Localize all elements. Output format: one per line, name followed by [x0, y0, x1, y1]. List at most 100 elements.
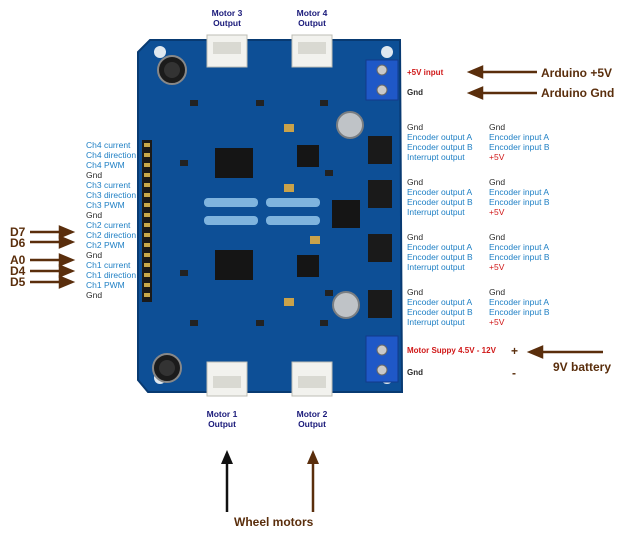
encoder-label: Encoder input A	[489, 297, 550, 307]
encoder-label: Encoder output A	[407, 132, 473, 142]
pin-label: Gnd	[86, 250, 103, 260]
motor-3-label: Motor 3 Output	[197, 8, 257, 28]
gnd-input-label: Gnd	[407, 88, 423, 97]
arduino-gnd-label: Arduino Gnd	[541, 86, 615, 100]
encoder-label: +5V	[489, 317, 505, 327]
arduino-5v-label: Arduino +5V	[541, 66, 613, 80]
motor-2-subtitle: Output	[298, 419, 326, 429]
encoder-label: +5V	[489, 152, 505, 162]
arduino-pin-d7: D7	[10, 225, 26, 239]
battery-label: 9V battery	[553, 360, 612, 374]
motor-2-label: Motor 2 Output	[282, 409, 342, 429]
encoder-label: Interrupt output	[407, 207, 465, 217]
pin-label: Ch2 current	[86, 220, 131, 230]
pin-label: Gnd	[86, 170, 103, 180]
motor-4-subtitle: Output	[298, 18, 326, 28]
smd-capacitors	[284, 124, 320, 306]
encoder-label: Encoder output B	[407, 252, 473, 262]
motor-supply-terminal	[365, 335, 399, 383]
encoder-label: Encoder input B	[489, 252, 550, 262]
encoder-label: Encoder output A	[407, 297, 473, 307]
encoder-label: Encoder input A	[489, 242, 550, 252]
ic	[332, 200, 360, 228]
motor-4-label: Motor 4 Output	[282, 8, 342, 28]
motor-1-label: Motor 1 Output	[192, 409, 252, 429]
encoder-group-1-right: Gnd Encoder input A Encoder input B +5V	[489, 122, 549, 162]
motor-1-connector	[206, 361, 248, 397]
encoder-label: Encoder input A	[489, 132, 550, 142]
encoder-label: Gnd	[407, 177, 424, 187]
encoder-group-4-right: Gnd Encoder input A Encoder input B +5V	[489, 287, 549, 327]
driver-ic	[215, 250, 253, 280]
pin-label: Ch1 PWM	[86, 280, 125, 290]
resistors	[204, 198, 320, 225]
pin-label: Ch4 PWM	[86, 160, 125, 170]
pin-label: Ch3 direction	[86, 190, 137, 200]
motor-3-subtitle: Output	[213, 18, 241, 28]
encoder-group-4-left: Gnd Encoder output A Encoder output B In…	[407, 287, 473, 327]
encoder-label: Encoder output A	[407, 187, 473, 197]
encoder-group-3-left: Gnd Encoder output A Encoder output B In…	[407, 232, 473, 272]
encoder-label: Encoder input B	[489, 307, 550, 317]
plus-5v-input-label: +5V input	[407, 68, 444, 77]
encoder-label: Encoder output B	[407, 307, 473, 317]
arduino-pin-d4: D4	[10, 264, 26, 278]
encoder-label: Interrupt output	[407, 317, 465, 327]
encoder-label: Interrupt output	[407, 262, 465, 272]
arduino-pin-d6: D6	[10, 236, 26, 250]
wheel-motor-arrows	[221, 450, 319, 512]
encoder-group-2-right: Gnd Encoder input A Encoder input B +5V	[489, 177, 549, 217]
encoder-label: +5V	[489, 262, 505, 272]
pin-label: Ch3 PWM	[86, 200, 125, 210]
driver-ic	[215, 148, 253, 178]
capacitor	[336, 111, 364, 139]
encoder-label: Encoder output B	[407, 197, 473, 207]
pin-label: Ch1 current	[86, 260, 131, 270]
encoder-label: Encoder input A	[489, 187, 550, 197]
motor-1-subtitle: Output	[208, 419, 236, 429]
minus-sign: -	[512, 366, 516, 380]
encoder-label: Encoder output B	[407, 142, 473, 152]
ic	[297, 255, 319, 277]
encoder-label: Gnd	[489, 287, 506, 297]
pin-label: Ch3 current	[86, 180, 131, 190]
encoder-label: Gnd	[407, 287, 424, 297]
encoder-label: Encoder output A	[407, 242, 473, 252]
motor-3-title: Motor 3	[211, 8, 243, 18]
pin-label: Ch4 direction	[86, 150, 137, 160]
encoder-label: Gnd	[489, 177, 506, 187]
left-pin-header	[142, 140, 152, 302]
motor-gnd-label: Gnd	[407, 368, 423, 377]
ic	[297, 145, 319, 167]
pin-label: Gnd	[86, 290, 103, 300]
capacitor	[152, 353, 182, 383]
motor-2-title: Motor 2	[296, 409, 328, 419]
encoder-label: +5V	[489, 207, 505, 217]
motor-4-title: Motor 4	[296, 8, 328, 18]
pin-label: Ch2 PWM	[86, 240, 125, 250]
motor-2-connector	[291, 361, 333, 397]
encoder-label: Gnd	[407, 232, 424, 242]
encoder-label: Encoder input B	[489, 142, 550, 152]
encoder-label: Gnd	[489, 232, 506, 242]
pin-label: Ch1 direction	[86, 270, 137, 280]
arrows	[30, 65, 603, 359]
arduino-pin-a0: A0	[10, 253, 26, 267]
motor-supply-label: Motor Suppy 4.5V - 12V	[407, 346, 496, 355]
power-input-terminal	[365, 59, 399, 101]
pin-label: Ch2 direction	[86, 230, 137, 240]
motor-1-title: Motor 1	[206, 409, 238, 419]
arduino-pin-d5: D5	[10, 275, 26, 289]
encoder-group-1-left: Gnd Encoder output A Encoder output B In…	[407, 122, 473, 162]
encoder-label: Gnd	[489, 122, 506, 132]
smd-parts	[180, 100, 333, 326]
motor-3-connector	[206, 34, 248, 68]
encoder-group-2-left: Gnd Encoder output A Encoder output B In…	[407, 177, 473, 217]
motor-4-connector	[291, 34, 333, 68]
pin-label: Gnd	[86, 210, 103, 220]
encoder-label: Interrupt output	[407, 152, 465, 162]
encoder-label: Encoder input B	[489, 197, 550, 207]
encoder-headers	[368, 136, 392, 318]
encoder-group-3-right: Gnd Encoder input A Encoder input B +5V	[489, 232, 549, 272]
